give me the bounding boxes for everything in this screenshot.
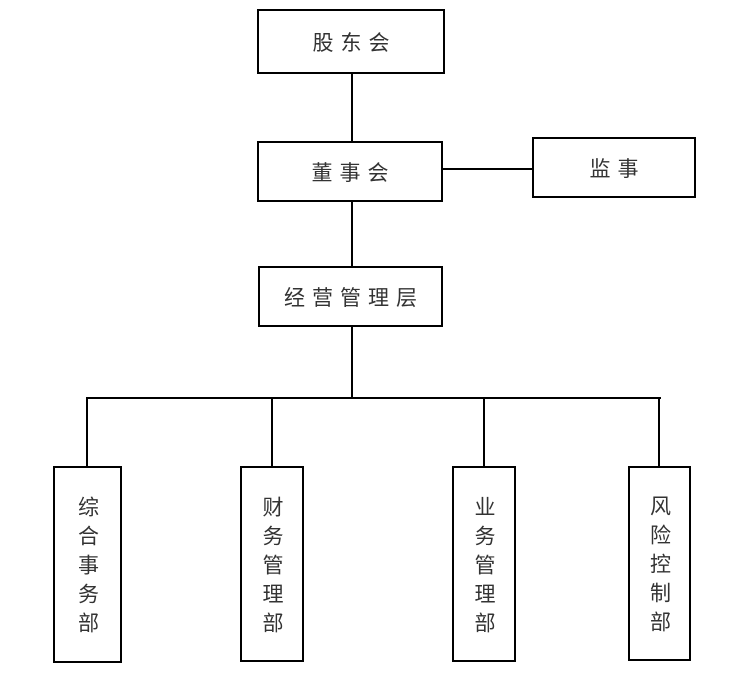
node-shareholders: 股东会 — [257, 9, 445, 74]
connector-rail-business — [483, 397, 485, 466]
connector-management-rail — [351, 327, 353, 399]
node-general-affairs-dept: 综合事务部 — [53, 466, 122, 663]
node-risk-control-dept: 风险控制部 — [628, 466, 691, 661]
node-supervisors: 监事 — [532, 137, 696, 198]
connector-departments-rail — [86, 397, 661, 399]
connector-rail-finance — [271, 397, 273, 466]
node-supervisors-label: 监事 — [589, 156, 646, 181]
node-board: 董事会 — [257, 141, 443, 202]
connector-rail-general-affairs — [86, 397, 88, 466]
node-business-dept-label: 业务管理部 — [472, 495, 496, 641]
node-general-affairs-dept-label: 综合事务部 — [75, 496, 100, 641]
node-business-dept: 业务管理部 — [452, 466, 516, 662]
connector-board-management — [351, 202, 353, 266]
connector-shareholders-board — [351, 73, 353, 141]
node-risk-control-dept-label: 风险控制部 — [647, 495, 672, 640]
node-finance-dept: 财务管理部 — [240, 466, 304, 662]
node-management: 经营管理层 — [258, 266, 443, 327]
node-finance-dept-label: 财务管理部 — [260, 495, 284, 641]
node-board-label: 董事会 — [311, 160, 396, 185]
connector-board-supervisors — [443, 168, 532, 170]
node-shareholders-label: 股东会 — [312, 30, 397, 55]
node-management-label: 经营管理层 — [284, 285, 424, 310]
connector-rail-risk-control — [658, 397, 660, 466]
